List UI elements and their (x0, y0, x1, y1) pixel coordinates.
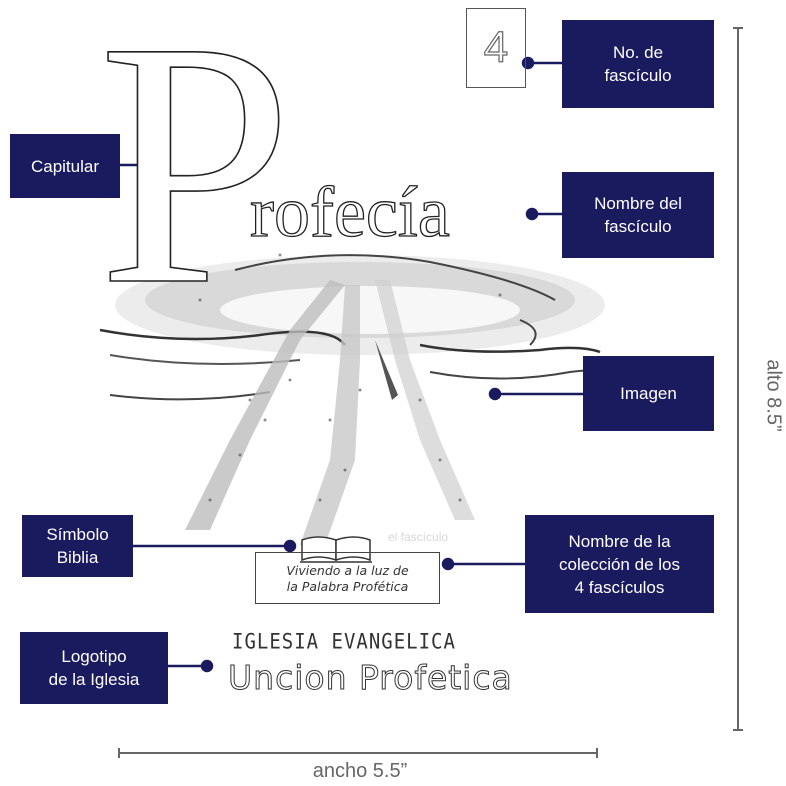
height-dimension-label: alto 8.5” (762, 359, 785, 432)
issue-number: 4 (466, 8, 526, 88)
drop-cap-letter: P (97, 0, 293, 357)
dimension-lines (118, 27, 743, 758)
connector-lines (120, 56, 583, 673)
issue-title: rofecía (249, 172, 450, 252)
callout-image: Imagen (583, 356, 714, 431)
bible-icon (300, 536, 372, 563)
width-dimension-label: ancho 5.5” (312, 760, 408, 782)
callout-drop-cap: Capitular (10, 134, 120, 198)
callout-collection-name: Nombre de la colección de los 4 fascícul… (525, 515, 714, 613)
callout-issue-number: No. de fascículo (562, 20, 714, 108)
collection-line-1: Viviendo a la luz de (286, 563, 409, 578)
collection-name-box: Viviendo a la luz de la Palabra Profétic… (255, 552, 440, 604)
callout-bible-symbol: Símbolo Biblia (22, 515, 133, 577)
collection-line-2: la Palabra Profética (286, 579, 409, 594)
callout-issue-name: Nombre del fascículo (562, 172, 714, 258)
callout-church-logo: Logotipo de la Iglesia (20, 632, 168, 704)
church-logo-top: IGLESIA EVANGELICA (232, 629, 456, 655)
cover-image (99, 253, 616, 545)
church-logo-bottom: Uncion Profetica (228, 658, 513, 698)
faint-text: el fascículo (388, 530, 449, 544)
